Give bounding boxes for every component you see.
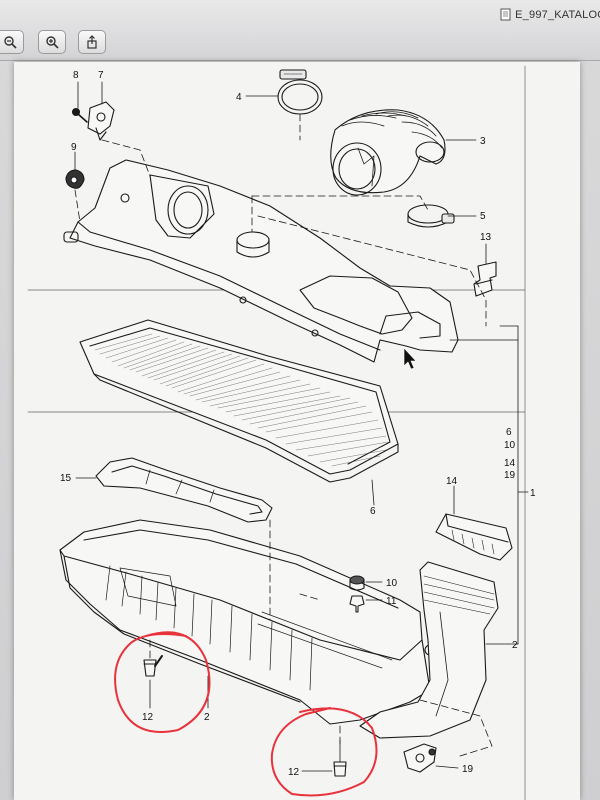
callout-19-group: 19 [504, 470, 516, 481]
leader-lines [74, 81, 529, 772]
document-icon [500, 8, 511, 21]
annotation-circle-left [114, 631, 211, 733]
seal-frame-15 [95, 457, 273, 523]
zoom-in-icon [46, 36, 59, 49]
catalog-page: 8 7 9 4 3 5 13 6 10 14 19 1 6 15 14 10 1… [14, 62, 580, 800]
clip-19 [403, 743, 437, 773]
callout-7: 7 [98, 70, 104, 81]
callout-6-group: 6 [506, 427, 512, 438]
zoom-out-icon [4, 36, 17, 49]
callout-15: 15 [60, 473, 72, 484]
callout-14: 14 [446, 476, 458, 487]
annotation-circles [114, 631, 378, 797]
grommet-12 [143, 655, 163, 677]
callout-12-left: 12 [142, 712, 154, 723]
zoom-in-button[interactable] [38, 30, 66, 54]
share-icon [87, 35, 97, 49]
callout-2-duct: 2 [512, 640, 518, 651]
callout-2-housing: 2 [204, 712, 210, 723]
hose-clamp-4 [277, 69, 323, 115]
share-button[interactable] [78, 30, 106, 54]
callout-12-bottom: 12 [288, 767, 300, 778]
intake-duct-14 [435, 513, 513, 561]
callout-5: 5 [480, 211, 486, 222]
bracket-13 [473, 261, 497, 297]
clip-9 [65, 169, 85, 189]
intake-bellows-3 [330, 109, 446, 196]
parts-diagram: 8 7 9 4 3 5 13 6 10 14 19 1 6 15 14 10 1… [27, 65, 536, 800]
callout-14-group: 14 [504, 458, 516, 469]
annotation-circle-bottom [270, 707, 378, 797]
screw-8 [71, 107, 88, 123]
grommet-12b [333, 761, 347, 777]
assembly-lines [74, 113, 493, 757]
preview-toolbar: E_997_KATALOG [0, 0, 600, 61]
callout-10: 10 [386, 578, 398, 589]
callout-1: 1 [530, 488, 536, 499]
callout-numbers: 8 7 9 4 3 5 13 6 10 14 19 1 6 15 14 10 1… [60, 70, 536, 778]
callout-11: 11 [386, 596, 397, 607]
mouse-cursor-icon [403, 347, 417, 370]
callout-13: 13 [480, 232, 492, 243]
intake-duct-2 [359, 561, 499, 739]
window-title: E_997_KATALOG [500, 8, 600, 21]
clip-10 [349, 575, 365, 591]
callout-19: 19 [462, 764, 474, 775]
airbox-cover [63, 159, 459, 363]
callout-6: 6 [370, 506, 376, 517]
callout-8: 8 [73, 70, 79, 81]
callout-9: 9 [71, 142, 77, 153]
air-filter-element-6 [79, 319, 399, 483]
file-title-text: E_997_KATALOG [515, 8, 600, 21]
zoom-out-button[interactable] [0, 30, 24, 54]
hose-clamp-5 [407, 204, 455, 228]
plug-11 [349, 595, 365, 613]
callout-3: 3 [480, 136, 486, 147]
callout-10-group: 10 [504, 440, 516, 451]
callout-4: 4 [236, 92, 242, 103]
sensor-7 [87, 101, 115, 141]
